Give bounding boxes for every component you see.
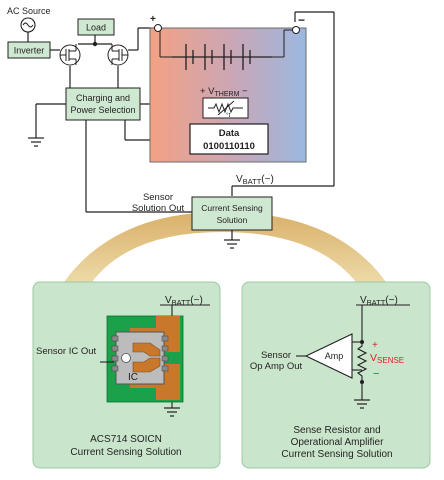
current-sensing-line2: Solution: [217, 215, 248, 225]
sensor-opamp-line2: Op Amp Out: [250, 361, 303, 372]
sensor-ic-out-label: Sensor IC Out: [36, 346, 97, 357]
connection-arc: [64, 212, 386, 282]
vsense-minus: −: [373, 368, 379, 380]
battery-plus-terminal: [154, 24, 162, 32]
inverter-box: [7, 41, 51, 59]
charging-label-line1: Charging and: [76, 93, 130, 103]
inverter-label: Inverter: [14, 46, 45, 56]
left-caption-line1: ACS714 SOICN: [90, 434, 162, 445]
ic-label: IC: [128, 372, 138, 383]
left-vbatt-label: VBATT(−): [165, 295, 203, 307]
ground-icon: [224, 239, 240, 249]
vtherm-label: + VTHERM −: [200, 86, 248, 98]
right-caption-line3: Current Sensing Solution: [281, 449, 392, 460]
load-box: [77, 18, 115, 36]
charging-power-box: [65, 87, 141, 121]
vbatt-top-label: VBATT(−): [236, 174, 274, 186]
mosfet-right-icon: [107, 44, 129, 66]
left-caption-line2: Current Sensing Solution: [70, 447, 181, 458]
thermistor-t-label: °t: [226, 111, 231, 119]
ground-icon: [164, 407, 180, 417]
sense-resistor-icon: [356, 342, 368, 382]
battery-plus-label: +: [150, 14, 156, 25]
opamp-icon: [304, 333, 353, 379]
battery-minus-terminal: [292, 26, 300, 34]
ac-source-label: AC Source: [7, 6, 51, 16]
ic-notch-icon: [121, 353, 131, 363]
mosfet-left-icon: [59, 44, 81, 66]
data-label: Data: [219, 128, 240, 139]
sensor-out-label-line2: Solution Out: [132, 203, 185, 214]
ground-icon: [28, 137, 44, 147]
left-wiring: [160, 304, 210, 408]
current-sensing-line1: Current Sensing: [201, 203, 263, 213]
sensor-opamp-line1: Sensor: [261, 350, 291, 361]
thermistor-icon: [208, 102, 243, 114]
sensor-out-label-line1: Sensor: [143, 192, 173, 203]
data-box: [189, 123, 269, 155]
amp-label: Amp: [325, 351, 344, 361]
charging-label-line2: Power Selection: [70, 105, 135, 115]
right-vbatt-label: VBATT(−): [360, 295, 398, 307]
vsense-label: VSENSE: [370, 352, 404, 365]
vsense-plus: +: [372, 340, 378, 351]
battery-cells-icon: [172, 44, 272, 70]
opamp-panel: [241, 281, 431, 469]
ground-icon: [354, 399, 370, 409]
battery-minus-label: −: [298, 13, 305, 27]
right-caption-line2: Operational Amplifier: [291, 437, 384, 448]
load-label: Load: [86, 23, 106, 33]
data-value: 0100110110: [203, 141, 255, 152]
current-sensing-box: [191, 196, 273, 231]
right-caption-line1: Sense Resistor and: [293, 425, 380, 436]
